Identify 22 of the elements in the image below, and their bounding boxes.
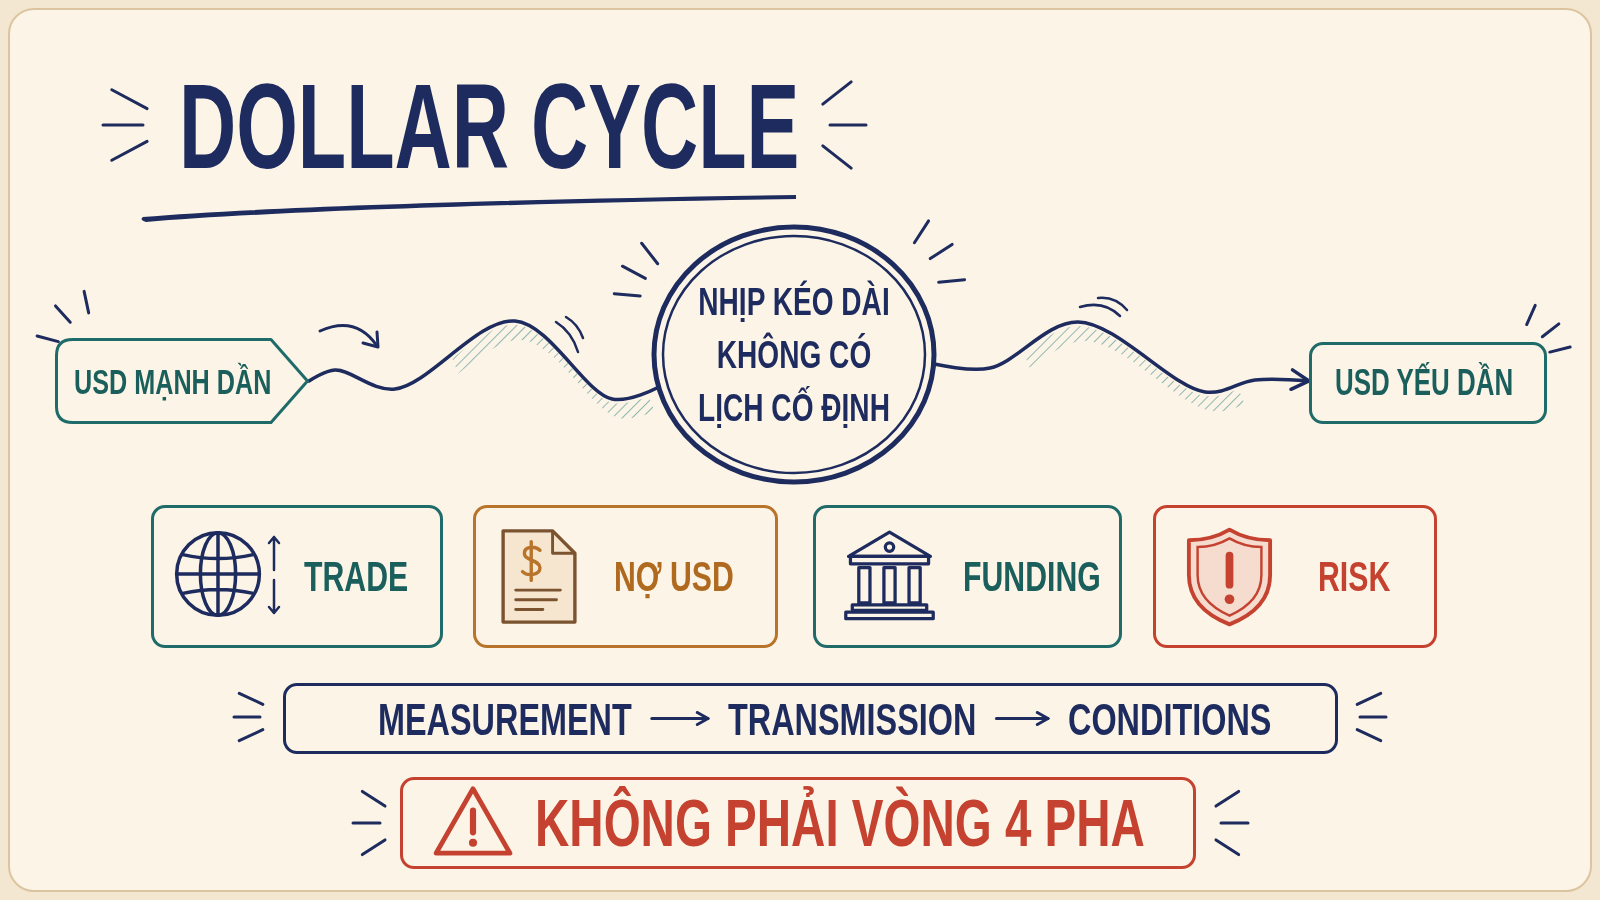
step-label: CONDITIONS bbox=[1068, 696, 1272, 741]
node-label: TRADE bbox=[304, 555, 409, 598]
category-card bbox=[1153, 505, 1437, 648]
tag-box bbox=[55, 338, 309, 424]
node-label: NHỊP KÉO DÀI KHÔNG CÓ LỊCH CỐ ĐỊNH bbox=[697, 278, 891, 431]
step-label: TRANSMISSION bbox=[728, 696, 977, 741]
node-label: RISK bbox=[1318, 555, 1391, 598]
node-label: USD MẠNH DẦN bbox=[74, 363, 272, 399]
node-label: NỢ USD bbox=[614, 555, 734, 598]
category-card bbox=[813, 505, 1122, 648]
category-card bbox=[151, 505, 443, 648]
category-card bbox=[473, 505, 778, 648]
label-box bbox=[1309, 342, 1547, 424]
arrow bbox=[994, 711, 1050, 726]
circle-node bbox=[651, 224, 937, 485]
flow-box bbox=[283, 683, 1338, 754]
warning-box bbox=[400, 777, 1196, 869]
wavy-line bbox=[307, 319, 659, 402]
arrow bbox=[650, 711, 710, 726]
title: DOLLAR CYCLE bbox=[179, 66, 800, 186]
node-label: FUNDING bbox=[963, 555, 1101, 598]
step-label: MEASUREMENT bbox=[378, 696, 632, 741]
